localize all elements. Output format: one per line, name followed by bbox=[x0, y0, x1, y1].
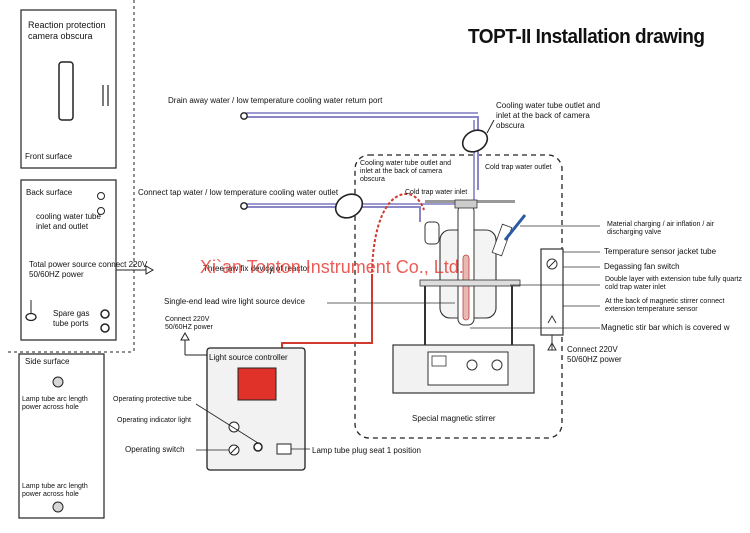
drain-label: Drain away water / low temperature cooli… bbox=[168, 96, 383, 105]
lamp-wire-dashed bbox=[371, 192, 425, 278]
back-cooling-label: cooling water tube inlet and outlet bbox=[36, 212, 101, 231]
front-surface-label: Front surface bbox=[25, 152, 73, 161]
three-jaw-clamp bbox=[419, 279, 521, 287]
stir-bar-label: Magnetic stir bar which is covered w bbox=[601, 323, 730, 332]
back-port-2 bbox=[97, 207, 105, 215]
material-valve-label: Material charging / air inflation / air … bbox=[607, 221, 714, 236]
degassing-label: Degassing fan switch bbox=[604, 262, 680, 271]
connect-220-right-label: Connect 220V 50/60HZ power bbox=[567, 345, 622, 364]
back-power-label: Total power source connect 220V 50/60HZ … bbox=[29, 260, 148, 279]
arc-hole-bottom bbox=[52, 501, 64, 513]
cold-trap-outlet-label: Cold trap water outlet bbox=[485, 164, 552, 171]
spare-port-2 bbox=[100, 323, 110, 333]
cooling-inner-label: Cooling water tube outlet and inlet at t… bbox=[360, 160, 452, 183]
protective-tube bbox=[253, 442, 263, 452]
lamp-plug-seat bbox=[276, 443, 292, 455]
side-surface-label: Side surface bbox=[25, 357, 70, 366]
temp-sensor-label: Temperature sensor jacket tube bbox=[604, 247, 717, 256]
drain-port bbox=[240, 112, 248, 120]
indicator-label: Operating indicator light bbox=[117, 417, 191, 424]
connect-220-left-label: Connect 220V 50/60HZ power bbox=[165, 316, 213, 331]
back-panel bbox=[20, 179, 117, 341]
double-layer-label: Double layer with extension tube fully q… bbox=[605, 276, 742, 291]
cold-trap-inlet-label: Cold trap water inlet bbox=[405, 189, 468, 196]
protective-label: Operating protective tube bbox=[113, 396, 192, 403]
tap-fitting bbox=[334, 193, 364, 219]
front-window bbox=[58, 61, 74, 121]
cooling-back-label: Cooling water tube outlet and inlet at t… bbox=[496, 101, 601, 130]
switch-label: Operating switch bbox=[125, 445, 185, 454]
controller-display bbox=[237, 367, 277, 401]
plug-label: Lamp tube plug seat 1 position bbox=[312, 446, 421, 455]
spare-ports-label: Spare gas tube ports bbox=[53, 309, 90, 328]
material-valve bbox=[503, 214, 527, 241]
stirrer-label: Special magnetic stirrer bbox=[412, 414, 496, 423]
front-panel bbox=[20, 9, 117, 169]
light-controller-box bbox=[206, 347, 306, 471]
back-stirrer-label: At the back of magnetic stirrer connect … bbox=[605, 298, 725, 313]
arc-hole-top-label: Lamp tube arc length power across hole bbox=[22, 396, 88, 411]
single-lead-label: Single-end lead wire light source device bbox=[164, 297, 305, 306]
jaw-label: Three jaw fix device of reactor bbox=[203, 264, 310, 273]
watermark: Xi`an Tonton Instrument Co., Ltd. bbox=[200, 257, 464, 277]
tap-port bbox=[240, 202, 248, 210]
arc-hole-top bbox=[52, 376, 64, 388]
front-panel-title: Reaction protection camera obscura bbox=[28, 20, 106, 41]
tap-line bbox=[244, 206, 421, 222]
lamp-tube bbox=[462, 254, 470, 321]
tap-label: Connect tap water / low temperature cool… bbox=[138, 188, 339, 197]
arc-hole-bottom-label: Lamp tube arc length power across hole bbox=[22, 483, 88, 498]
power-socket bbox=[25, 312, 37, 322]
drain-fitting bbox=[461, 129, 489, 153]
page-title: TOPT-II Installation drawing bbox=[468, 26, 705, 48]
spare-port-1 bbox=[100, 309, 110, 319]
back-port-1 bbox=[97, 192, 105, 200]
controller-title: Light source controller bbox=[209, 353, 288, 362]
back-surface-label: Back surface bbox=[26, 188, 73, 197]
